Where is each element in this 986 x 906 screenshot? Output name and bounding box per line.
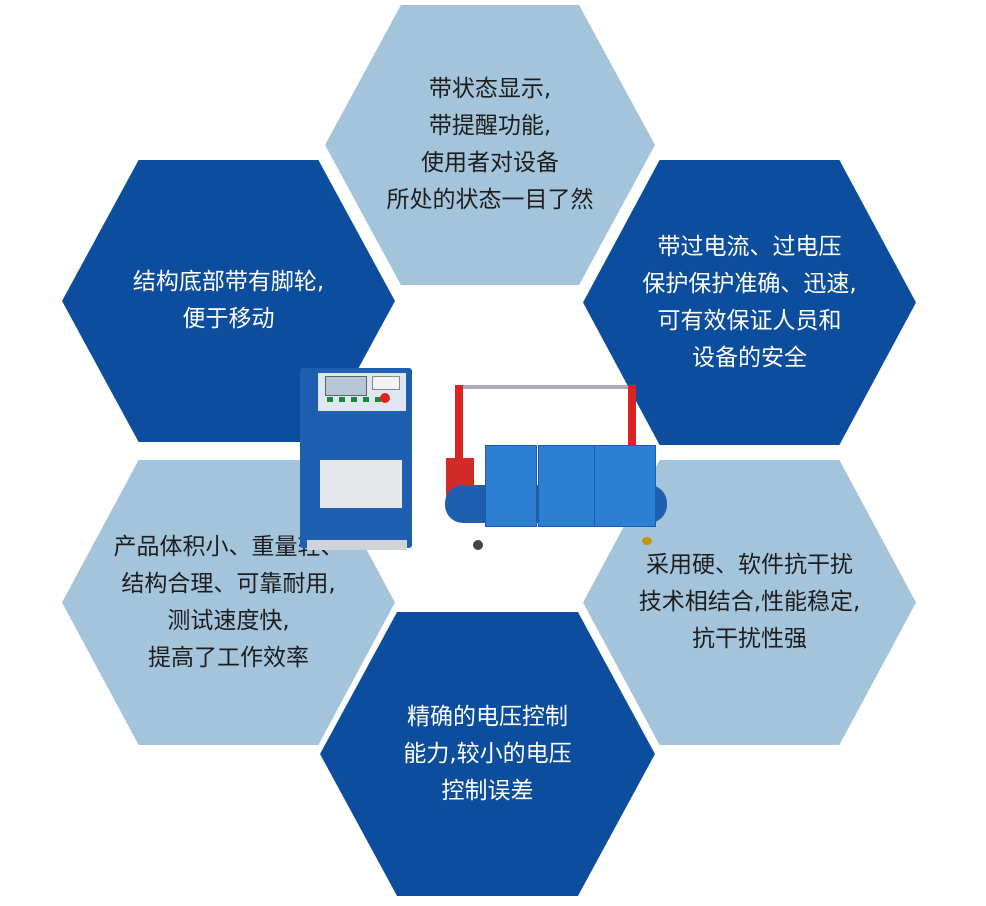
rack-post bbox=[455, 385, 463, 495]
feature-text: 测试速度快, bbox=[167, 607, 290, 634]
feature-text: 带状态显示, bbox=[428, 76, 552, 102]
feature-text: 便于移动 bbox=[182, 306, 275, 332]
feature-text: 采用硬、软件抗干扰 bbox=[646, 552, 853, 578]
feature-hex-wheels: 结构底部带有脚轮, 便于移动 bbox=[62, 160, 395, 442]
wheel bbox=[642, 537, 652, 545]
feature-text: 结构合理、可靠耐用, bbox=[121, 570, 336, 597]
feature-text: 能力,较小的电压 bbox=[403, 740, 572, 767]
feature-text: 所处的状态一目了然 bbox=[386, 187, 594, 213]
feature-text: 结构底部带有脚轮, bbox=[132, 269, 325, 295]
console-panel bbox=[320, 460, 402, 508]
feature-text: 控制误差 bbox=[441, 777, 534, 804]
feature-text: 带提醒功能, bbox=[428, 113, 552, 139]
feature-text: 带过电流、过电压 bbox=[657, 233, 842, 260]
feature-hex-protection: 带过电流、过电压 保护保护准确、迅速, 可有效保证人员和 设备的安全 bbox=[583, 160, 916, 445]
wheel bbox=[473, 540, 483, 550]
water-tank bbox=[594, 445, 656, 527]
feature-hex-voltage-control: 精确的电压控制 能力,较小的电压 控制误差 bbox=[320, 612, 655, 896]
feature-text: 提高了工作效率 bbox=[148, 644, 309, 671]
feature-text: 抗干扰性强 bbox=[692, 626, 807, 652]
feature-text: 使用者对设备 bbox=[421, 150, 559, 176]
water-tank bbox=[538, 445, 595, 527]
emergency-stop bbox=[380, 393, 390, 403]
feature-text: 设备的安全 bbox=[692, 344, 807, 371]
feature-text: 可有效保证人员和 bbox=[657, 307, 842, 334]
water-tank bbox=[485, 445, 537, 527]
rack-post bbox=[628, 385, 636, 445]
printer bbox=[372, 376, 400, 390]
feature-text: 精确的电压控制 bbox=[407, 703, 568, 730]
lcd-screen bbox=[325, 376, 367, 396]
control-buttons bbox=[327, 397, 387, 402]
feature-text: 保护保护准确、迅速, bbox=[642, 270, 857, 297]
console-base bbox=[307, 540, 407, 550]
rack-bar bbox=[455, 385, 635, 389]
feature-hex-status: 带状态显示, 带提醒功能, 使用者对设备 所处的状态一目了然 bbox=[325, 5, 655, 285]
feature-text: 技术相结合,性能稳定, bbox=[638, 589, 861, 615]
